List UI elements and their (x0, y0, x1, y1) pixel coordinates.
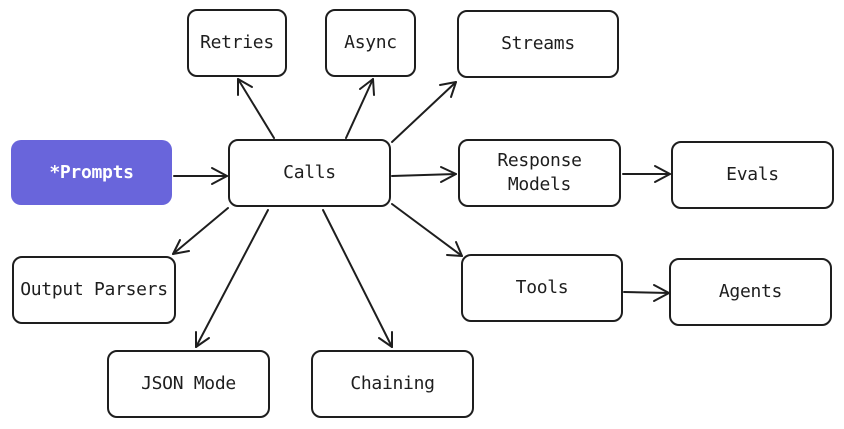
arrow-calls-to-async (345, 78, 375, 139)
retries-node[interactable]: Retries (187, 9, 287, 77)
arrow-calls-to-tools (391, 203, 463, 257)
arrow-calls-to-output-parsers (172, 207, 229, 255)
prompts-node[interactable]: *Prompts (11, 140, 172, 205)
arrow-response-models-to-evals (622, 165, 671, 183)
calls-node[interactable]: Calls (228, 139, 391, 207)
arrow-calls-to-json-mode (195, 209, 269, 348)
arrow-calls-to-chaining (322, 209, 393, 348)
arrow-calls-to-retries (237, 78, 275, 139)
output-parsers-node[interactable]: Output Parsers (12, 256, 176, 324)
response-models-node[interactable]: Response Models (458, 139, 621, 207)
json-mode-node[interactable]: JSON Mode (107, 350, 270, 418)
chaining-node[interactable]: Chaining (311, 350, 474, 418)
arrow-prompts-to-calls (173, 167, 228, 185)
arrow-calls-to-streams (391, 81, 457, 143)
evals-node[interactable]: Evals (671, 141, 834, 209)
agents-node[interactable]: Agents (669, 258, 832, 326)
tools-node[interactable]: Tools (461, 254, 623, 322)
async-node[interactable]: Async (325, 9, 416, 77)
streams-node[interactable]: Streams (457, 10, 619, 78)
arrow-calls-to-response-models (391, 166, 457, 183)
arrow-tools-to-agents (623, 284, 670, 302)
